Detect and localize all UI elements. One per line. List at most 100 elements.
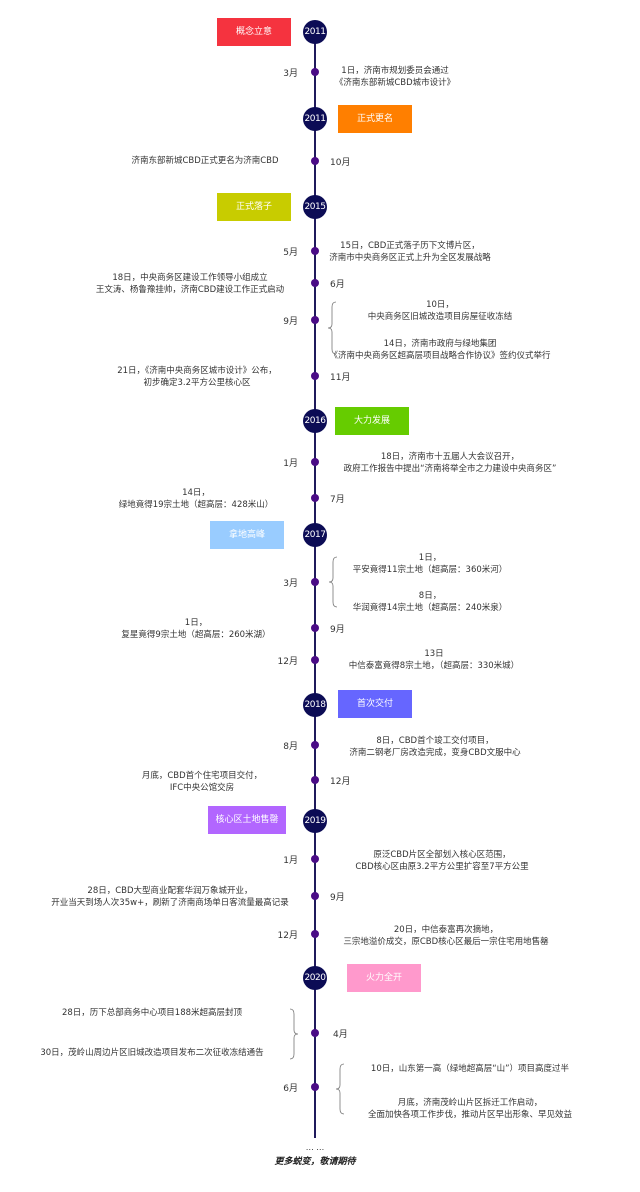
event-dot: [311, 494, 319, 502]
event-text-line: 10日，山东第一高（绿地超高层“山”）项目高度过半: [370, 1064, 570, 1074]
phase-label: 概念立意: [217, 18, 291, 46]
event-dot: [311, 279, 319, 287]
event-text: 30日，茂岭山周边片区旧城改造项目发布二次征收冻结通告: [0, 1047, 352, 1059]
brace-icon: [328, 556, 338, 608]
brace-icon: [289, 1008, 299, 1060]
event-text-line: 13日: [424, 649, 444, 659]
month-label: 6月: [330, 280, 345, 290]
month-label: 12月: [277, 931, 298, 941]
event-dot: [311, 892, 319, 900]
event-dot: [311, 1083, 319, 1091]
event-dot: [311, 458, 319, 466]
event-text: 20日，中信泰富再次摘地， 三宗地溢价成交，原CBD核心区最后一宗住宅用地售罄: [246, 924, 640, 948]
event-text-line: 18日，济南市十五届人大会议召开，: [380, 452, 520, 462]
month-label: 3月: [283, 69, 298, 79]
phase-label: 大力发展: [335, 407, 409, 435]
month-label: 12月: [277, 657, 298, 667]
event-text: 21日，《济南中央商务区城市设计》公布，初步确定3.2平方公里核心区: [0, 365, 397, 389]
event-dot: [311, 372, 319, 380]
year-marker: 2017: [303, 523, 327, 547]
month-label: 9月: [283, 317, 298, 327]
event-dot: [311, 316, 319, 324]
event-dot: [311, 741, 319, 749]
phase-label: 正式更名: [338, 105, 412, 133]
month-label: 3月: [283, 579, 298, 589]
event-text-line: 8日，: [418, 591, 442, 601]
year-marker: 2019: [303, 809, 327, 833]
event-text: 原泛CBD片区全部划入核心区范围，CBD核心区由原3.2平方公里扩容至7平方公里: [242, 849, 640, 873]
event-text-line: 1日，: [418, 553, 442, 563]
event-text-line: CBD核心区由原3.2平方公里扩容至7平方公里: [355, 862, 529, 872]
event-text-line: 政府工作报告中提出“济南将举全市之力建设中央商务区”: [343, 464, 557, 474]
month-label: 1月: [283, 459, 298, 469]
phase-label: 正式落子: [217, 193, 291, 221]
month-label: 9月: [330, 625, 345, 635]
event-text-line: 绿地竟得19宗土地（超高层：428米山）: [118, 500, 274, 510]
event-text-line: 28日，CBD大型商业配套华润万象城开业，: [87, 886, 253, 896]
month-label: 5月: [283, 248, 298, 258]
event-dot: [311, 656, 319, 664]
event-text-line: 平安竟得11宗土地（超高层：360米河）: [352, 565, 508, 575]
phase-label: 火力全开: [347, 964, 421, 992]
event-text-line: 中央商务区旧城改造项目房屋征收冻结: [367, 312, 513, 322]
event-text-line: 30日，茂岭山周边片区旧城改造项目发布二次征收冻结通告: [40, 1048, 264, 1058]
event-text-line: 18日，中央商务区建设工作领导小组成立: [112, 273, 268, 283]
event-text-line: 济南二钢老厂房改造完成，变身CBD文服中心: [349, 748, 521, 758]
event-text-line: 月底，济南茂岭山片区拆迁工作启动，: [397, 1098, 543, 1108]
event-text: 10日，山东第一高（绿地超高层“山”）项目高度过半: [270, 1063, 640, 1075]
brace-icon: [327, 301, 337, 355]
event-text: 8日， 华润竟得14宗土地（超高层：240米泉）: [230, 590, 630, 614]
event-text: 14日，绿地竟得19宗土地（超高层：428米山）: [0, 487, 396, 511]
month-label: 6月: [283, 1084, 298, 1094]
event-text-line: 28日，历下总部商务中心项目188米超高层封顶: [61, 1008, 243, 1018]
year-marker: 2011: [303, 107, 327, 131]
event-text: 14日，济南市政府与绿地集团《济南中央商务区超高层项目战略合作协议》签约仪式举行: [240, 338, 640, 362]
event-dot: [311, 624, 319, 632]
footer-ellipsis: … …: [305, 1143, 325, 1152]
event-text-line: 全面加快各项工作步伐，推动片区早出形象、早见效益: [367, 1110, 572, 1120]
event-dot: [311, 578, 319, 586]
event-text-line: 济南市中央商务区正式上升为全区发展战略: [329, 253, 491, 263]
event-text-line: 《济南东部新城CBD城市设计》: [334, 78, 456, 88]
month-label: 9月: [330, 893, 345, 903]
month-label: 4月: [333, 1030, 348, 1040]
event-dot: [311, 1029, 319, 1037]
month-label: 12月: [330, 777, 351, 787]
event-text-line: 复星竟得9宗土地（超高层：260米湖）: [121, 630, 271, 640]
event-text-line: 20日，中信泰富再次摘地，: [393, 925, 499, 935]
event-text-line: 三宗地溢价成交，原CBD核心区最后一宗住宅用地售罄: [343, 937, 549, 947]
event-text-line: 中信泰富竟得8宗土地，（超高层：330米城）: [348, 661, 520, 671]
event-dot: [311, 68, 319, 76]
event-dot: [311, 776, 319, 784]
event-text-line: 8日，CBD首个竣工交付项目，: [376, 736, 494, 746]
event-dot: [311, 247, 319, 255]
brace-icon: [335, 1063, 345, 1115]
event-text: 1日，济南市规划委员会通过《济南东部新城CBD城市设计》: [195, 65, 595, 89]
event-text-line: 14日，济南市政府与绿地集团: [383, 339, 497, 349]
event-text-line: 初步确定3.2平方公里核心区: [143, 378, 251, 388]
event-text: 13日中信泰富竟得8宗土地，（超高层：330米城）: [234, 648, 634, 672]
year-marker: 2011: [303, 20, 327, 44]
phase-label: 核心区土地售罄: [208, 806, 286, 834]
month-label: 7月: [330, 495, 345, 505]
month-label: 10月: [330, 158, 351, 168]
phase-label: 拿地高峰: [210, 521, 284, 549]
year-marker: 2020: [303, 966, 327, 990]
event-text: 月底，济南茂岭山片区拆迁工作启动， 全面加快各项工作步伐，推动片区早出形象、早见效…: [270, 1097, 640, 1121]
event-text-line: IFC中央公馆交房: [169, 783, 235, 793]
event-text-line: 王文涛、杨鲁豫挂帅，济南CBD建设工作正式启动: [95, 285, 285, 295]
phase-label: 首次交付: [338, 690, 412, 718]
event-text-line: 月底，CBD首个住宅项目交付，: [141, 771, 263, 781]
year-marker: 2015: [303, 195, 327, 219]
event-dot: [311, 157, 319, 165]
event-text: 28日，CBD大型商业配套华润万象城开业， 开业当天到场人次35w+，刷新了济南商…: [0, 885, 370, 909]
event-text: 济南东部新城CBD正式更名为济南CBD: [5, 155, 405, 167]
event-text-line: 华润竟得14宗土地（超高层：240米泉）: [352, 603, 508, 613]
month-label: 11月: [330, 373, 351, 383]
event-text: 8日，CBD首个竣工交付项目， 济南二钢老厂房改造完成，变身CBD文服中心: [235, 735, 635, 759]
event-text-line: 开业当天到场人次35w+，刷新了济南商场单日客流量最高记录: [51, 898, 289, 908]
year-marker: 2016: [303, 409, 327, 433]
event-text-line: 15日，CBD正式落子历下文博片区，: [340, 241, 480, 251]
event-text: 1日，复星竟得9宗土地（超高层：260米湖）: [0, 617, 396, 641]
month-label: 1月: [283, 856, 298, 866]
